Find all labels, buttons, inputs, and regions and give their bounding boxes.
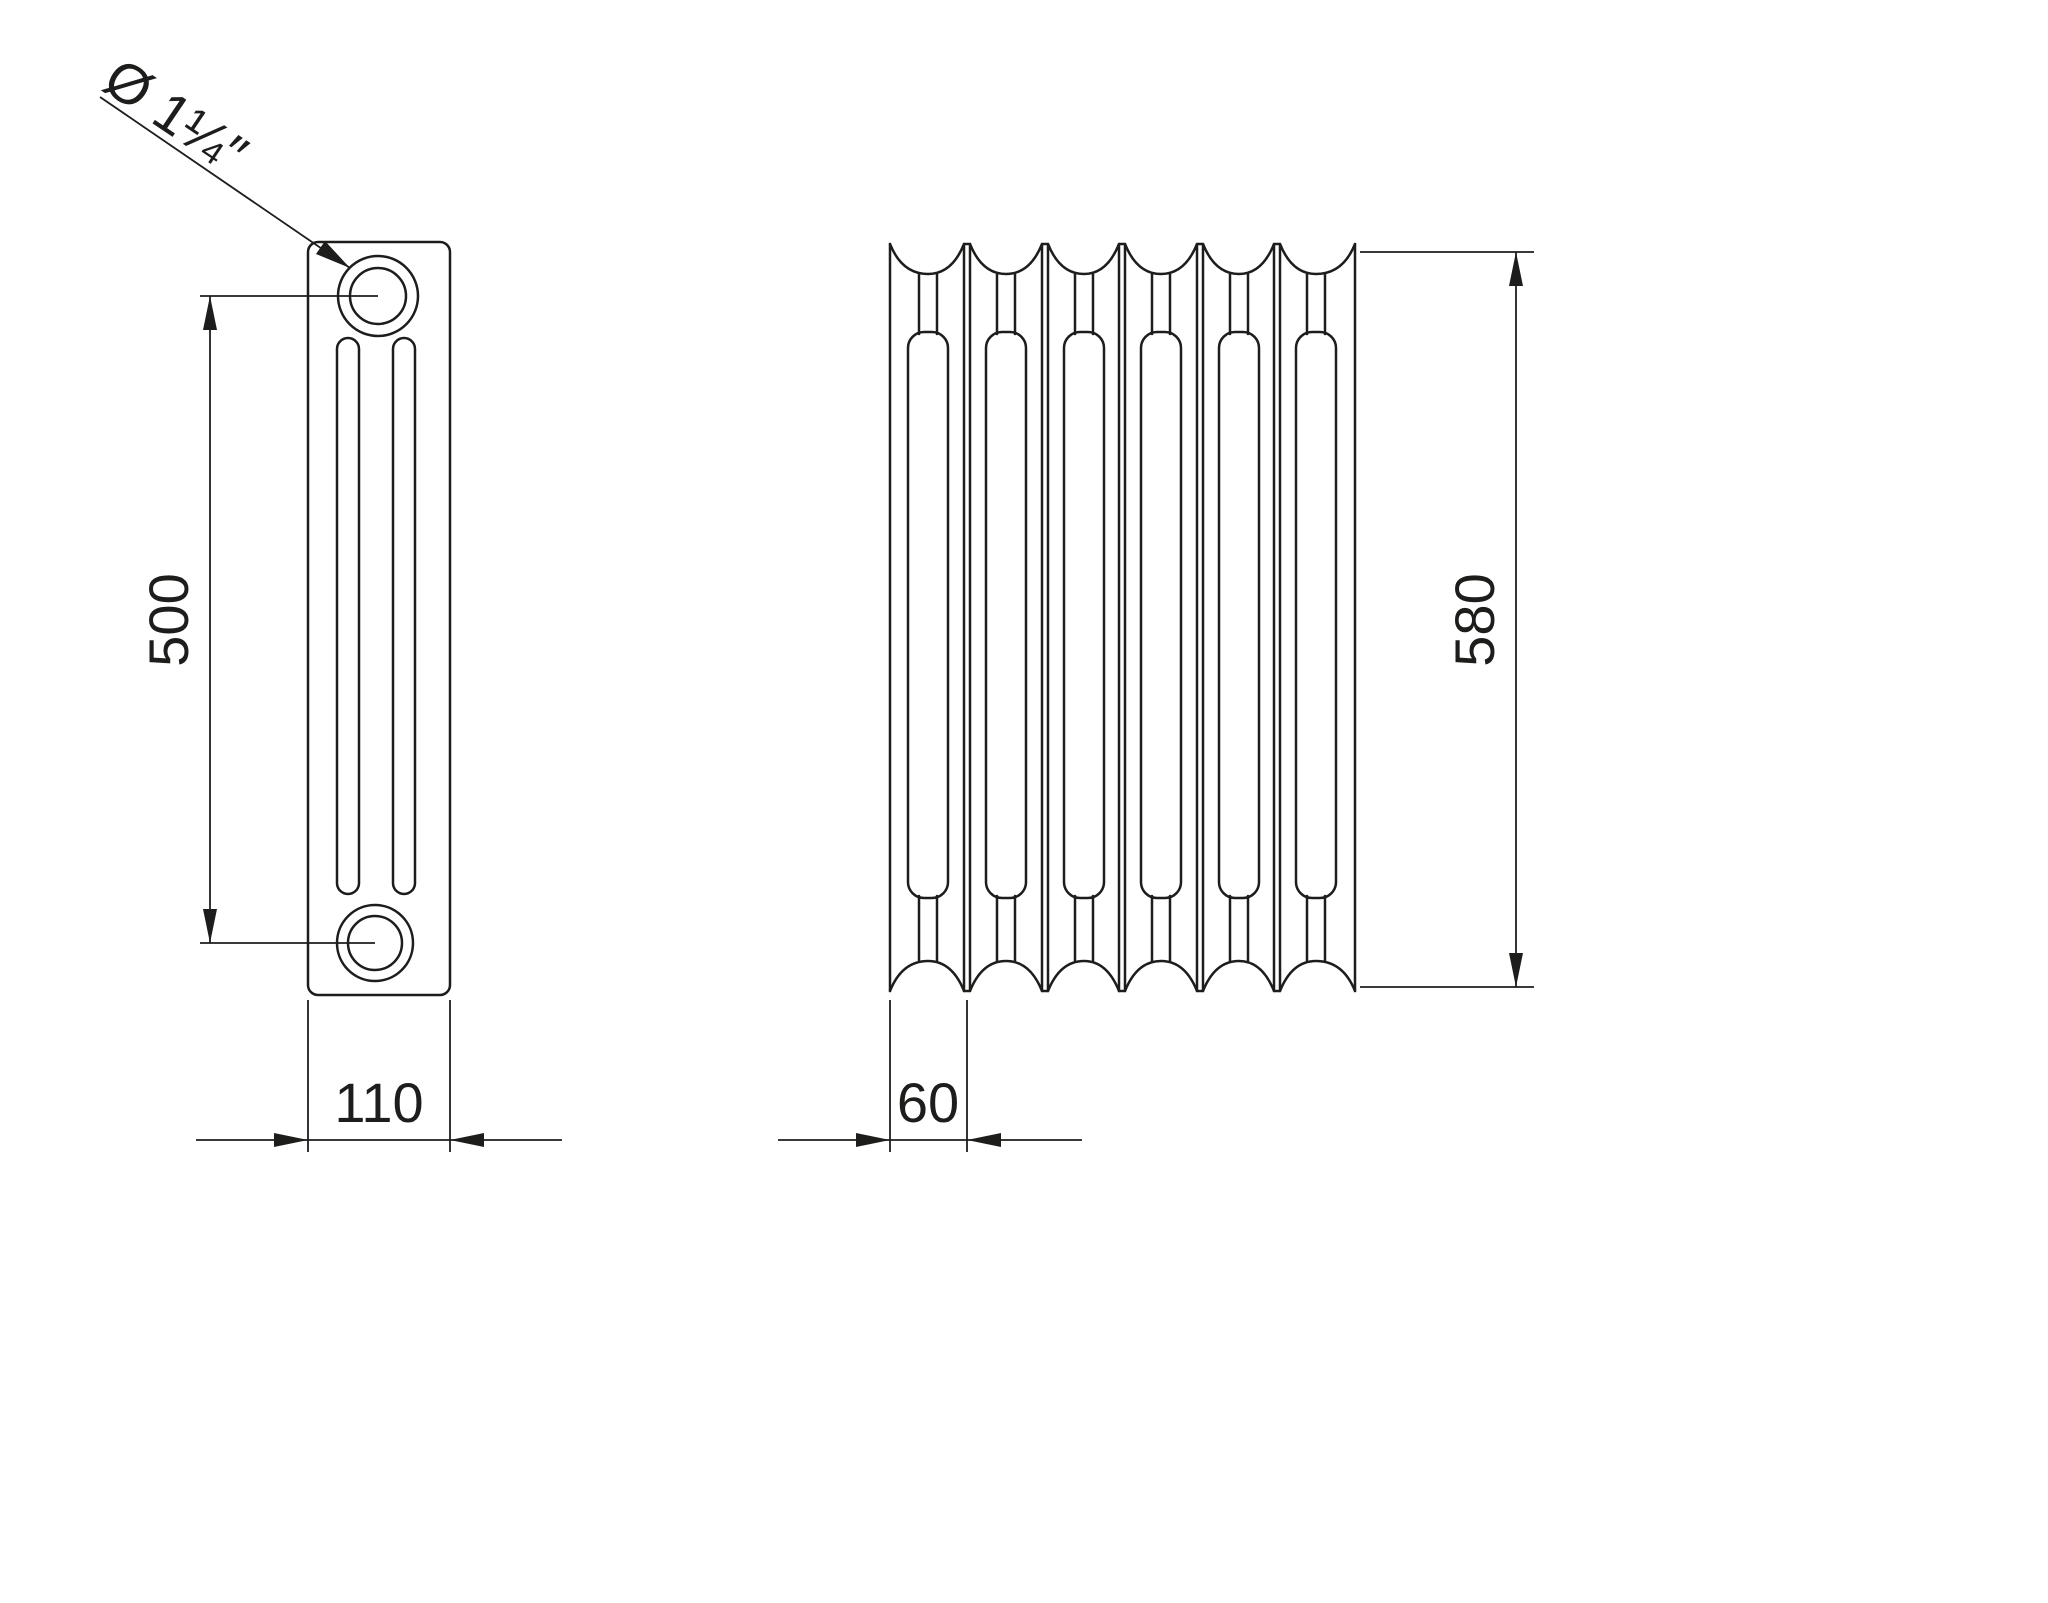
- dim-110-arrow-left: [274, 1133, 308, 1147]
- front-section-outline-4: [1123, 242, 1199, 993]
- dim-500-arrow-bottom: [203, 909, 217, 943]
- section-separator-4: [1195, 242, 1205, 993]
- diameter-arrowhead: [316, 241, 350, 268]
- section-separator-5: [1272, 242, 1282, 993]
- dimension-580: 580: [1360, 251, 1534, 988]
- dim-580-label: 580: [1443, 573, 1506, 666]
- front-side-edges: [888, 242, 1357, 993]
- front-section-outline-6: [1278, 242, 1357, 993]
- front-section-outline-3: [1046, 242, 1121, 993]
- dim-500-arrow-top: [203, 296, 217, 330]
- diameter-leader-line: [99, 96, 351, 269]
- side-body-outline: [306, 240, 452, 997]
- dimension-60: 60: [778, 1000, 1082, 1152]
- dim-500-label: 500: [137, 573, 200, 666]
- front-section-panel-4: [1139, 330, 1183, 900]
- dim-580-arrow-top: [1509, 252, 1523, 286]
- dim-110-arrow-right: [450, 1133, 484, 1147]
- front-section-panel-5: [1217, 330, 1261, 900]
- dim-60-arrow-left: [856, 1133, 890, 1147]
- front-section-outline-2: [968, 242, 1044, 993]
- side-slot-left: [335, 336, 361, 896]
- front-section-panel-1: [906, 330, 950, 900]
- dim-60-arrow-right: [967, 1133, 1001, 1147]
- front-section-panel-3: [1062, 330, 1106, 900]
- front-section-outline-1: [888, 242, 966, 993]
- side-view-group: [306, 240, 452, 997]
- dim-60-label: 60: [897, 1071, 959, 1134]
- section-separator-1: [962, 242, 972, 993]
- front-section-panel-6: [1294, 330, 1338, 900]
- section-separator-3: [1117, 242, 1127, 993]
- section-separator-2: [1040, 242, 1050, 993]
- side-slot-right: [391, 336, 417, 896]
- front-section-outline-5: [1201, 242, 1276, 993]
- dimension-500: 500: [137, 295, 378, 944]
- dimension-110: 110: [196, 1000, 562, 1152]
- diameter-callout: Ø 1¼″: [93, 46, 351, 269]
- front-view-group: [888, 242, 1357, 993]
- dim-110-label: 110: [334, 1071, 423, 1134]
- diameter-label: Ø 1¼″: [93, 46, 258, 186]
- front-section-panel-2: [984, 330, 1028, 900]
- dim-580-arrow-bottom: [1509, 953, 1523, 987]
